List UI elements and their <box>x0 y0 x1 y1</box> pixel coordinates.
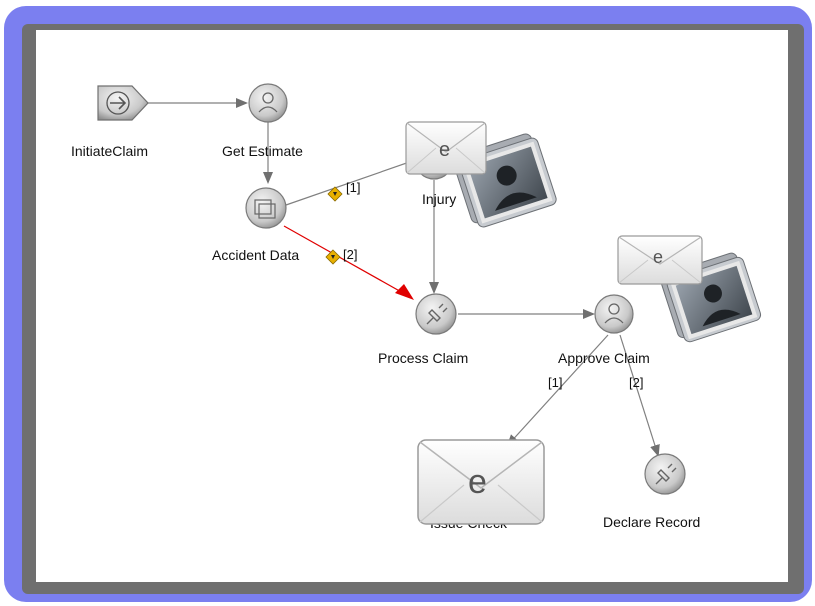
edge-accident-to-injury[interactable] <box>285 157 422 206</box>
edge-accident-to-process-arrowhead <box>395 284 414 300</box>
edge-label-accident-injury: [1] <box>346 180 360 195</box>
node-approve-claim[interactable]: Approve Claim <box>558 294 650 366</box>
diagram-canvas: [1] [2] [1] [2] InitiateClaim Get Estima… <box>36 30 788 582</box>
node-label-initiate-claim: InitiateClaim <box>71 143 148 159</box>
envelope-icon[interactable]: e <box>417 439 545 525</box>
node-accident-data[interactable]: Accident Data <box>212 187 299 263</box>
envelope-glyph: e <box>653 247 663 267</box>
edge-label-approve-issue: [1] <box>548 375 562 390</box>
node-label-process-claim: Process Claim <box>378 350 468 366</box>
decision-marker-1 <box>327 186 343 202</box>
node-get-estimate[interactable]: Get Estimate <box>222 83 303 159</box>
envelope-icon[interactable]: e <box>617 235 703 285</box>
node-label-declare-record: Declare Record <box>603 514 700 530</box>
stack-icon <box>254 199 276 219</box>
decision-marker-2 <box>325 249 341 265</box>
edge-approve-to-issue[interactable] <box>506 334 609 447</box>
envelope-icon[interactable]: e <box>405 121 487 175</box>
edge-label-approve-declare: [2] <box>629 375 643 390</box>
person-icon <box>258 92 278 113</box>
envelope-glyph: e <box>439 139 450 161</box>
node-label-accident-data: Accident Data <box>212 247 299 263</box>
workflow-diagram: [1] [2] [1] [2] InitiateClaim Get Estima… <box>71 83 762 531</box>
plug-icon <box>655 463 677 485</box>
edge-approve-to-declare[interactable] <box>619 334 660 457</box>
node-process-claim[interactable]: Process Claim <box>378 293 468 366</box>
node-label-get-estimate: Get Estimate <box>222 143 303 159</box>
node-declare-record[interactable]: Declare Record <box>603 453 700 530</box>
start-arrow-icon <box>97 85 149 121</box>
node-initiate-claim[interactable]: InitiateClaim <box>71 85 149 159</box>
node-label-approve-claim: Approve Claim <box>558 350 650 366</box>
plug-icon <box>426 303 448 325</box>
node-label-injury: Injury <box>422 191 456 207</box>
person-icon <box>604 303 624 324</box>
edge-accident-to-process[interactable] <box>283 225 413 299</box>
edge-label-accident-process: [2] <box>343 247 357 262</box>
edges <box>148 98 660 457</box>
envelope-glyph: e <box>468 463 487 501</box>
